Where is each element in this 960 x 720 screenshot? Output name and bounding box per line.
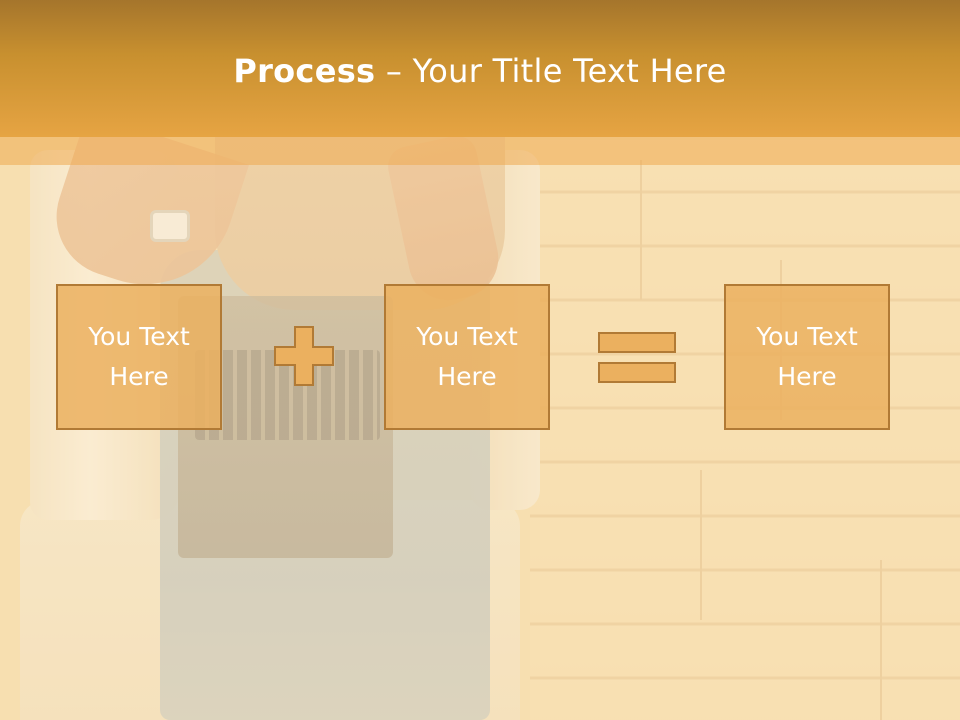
process-box-3[interactable]: You Text Here	[724, 284, 890, 430]
equals-icon	[598, 332, 676, 383]
title-band	[0, 0, 960, 137]
process-box-2[interactable]: You Text Here	[384, 284, 550, 430]
floor-seam	[700, 470, 702, 620]
process-box-3-text: You Text Here	[756, 322, 858, 391]
wristwatch	[150, 210, 190, 242]
process-box-1-text: You Text Here	[88, 322, 190, 391]
plus-icon	[274, 326, 334, 386]
process-box-1[interactable]: You Text Here	[56, 284, 222, 430]
floor-seam	[880, 560, 882, 720]
process-box-2-text: You Text Here	[416, 322, 518, 391]
slide-title[interactable]: Process – Your Title Text Here	[0, 52, 960, 90]
title-rest: – Your Title Text Here	[375, 52, 727, 90]
title-bold: Process	[233, 52, 376, 90]
wooden-floor	[530, 140, 960, 720]
floor-seam	[640, 160, 642, 300]
title-band-strip	[0, 137, 960, 165]
